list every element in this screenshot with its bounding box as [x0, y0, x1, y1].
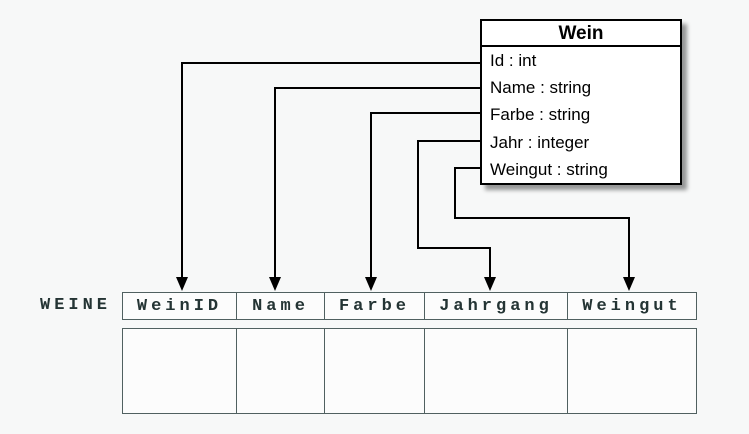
arrowhead-icon — [176, 277, 188, 291]
table-body-row — [122, 328, 697, 414]
table-cell — [568, 329, 696, 413]
class-box-wein: Wein Id : int Name : string Farbe : stri… — [480, 19, 682, 185]
arrowhead-icon — [484, 277, 496, 291]
connector-jahr-to-jahrgang — [417, 140, 496, 291]
connector-line — [370, 112, 481, 279]
arrowhead-icon — [269, 277, 281, 291]
column-header-farbe: Farbe — [325, 293, 425, 319]
connector-id-to-weinid — [176, 62, 481, 291]
class-attribute: Jahr : integer — [490, 132, 590, 152]
class-box-title: Wein — [482, 21, 680, 47]
table-cell — [123, 329, 237, 413]
connector-line — [454, 167, 630, 279]
table-cell — [237, 329, 325, 413]
arrowhead-icon — [623, 277, 635, 291]
class-attribute: Name : string — [490, 78, 592, 98]
class-attribute: Id : int — [490, 51, 537, 70]
arrowhead-icon — [365, 277, 377, 291]
class-attribute: Farbe : string — [490, 105, 591, 125]
connector-line — [274, 87, 481, 279]
table-label: WEINE — [40, 296, 112, 315]
class-attribute-list: Id : int Name : string Farbe : string Ja… — [482, 47, 680, 183]
table-cell — [325, 329, 425, 413]
table-cell — [425, 329, 568, 413]
column-header-name: Name — [237, 293, 325, 319]
table-header-row: WeinID Name Farbe Jahrgang Weingut — [122, 292, 697, 320]
connector-weingut-to-weingut — [454, 167, 635, 291]
column-header-weingut: Weingut — [582, 296, 682, 316]
class-attribute: Weingut : string — [490, 159, 608, 179]
connector-line — [417, 140, 491, 279]
connector-line — [181, 62, 481, 279]
connector-farbe-to-farbe — [365, 112, 481, 291]
column-header-weinid: WeinID — [123, 293, 237, 319]
connector-name-to-name — [269, 87, 481, 291]
column-header-jahrgang: Jahrgang — [425, 293, 568, 319]
